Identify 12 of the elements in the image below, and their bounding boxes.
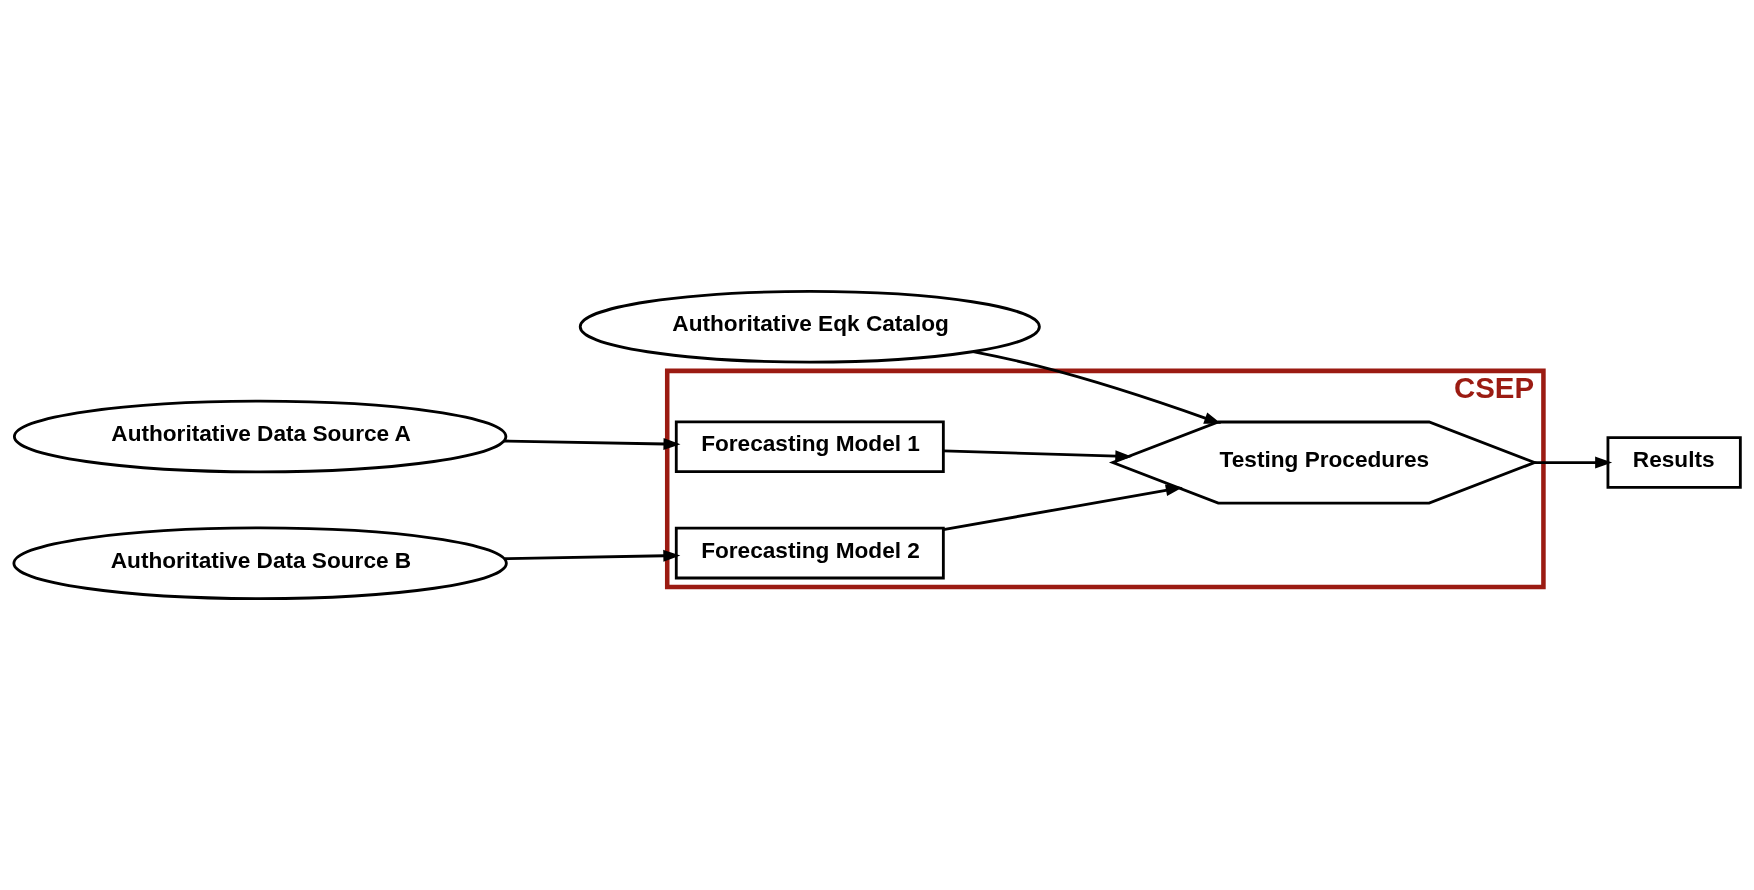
arrow (1534, 456, 1613, 469)
arrow (943, 449, 1133, 463)
node-box: Forecasting Model 1 (674, 420, 945, 473)
node-box: Results (1606, 436, 1742, 489)
node-box: Forecasting Model 2 (674, 526, 945, 580)
arrow (972, 350, 1222, 424)
arrow (504, 549, 681, 562)
node-ellipse: Authoritative Data Source A (12, 399, 508, 474)
arrow (504, 438, 681, 450)
node-ellipse: Authoritative Eqk Catalog (578, 290, 1041, 364)
arrow (943, 484, 1183, 532)
node-ellipse: Authoritative Data Source B (12, 526, 508, 601)
